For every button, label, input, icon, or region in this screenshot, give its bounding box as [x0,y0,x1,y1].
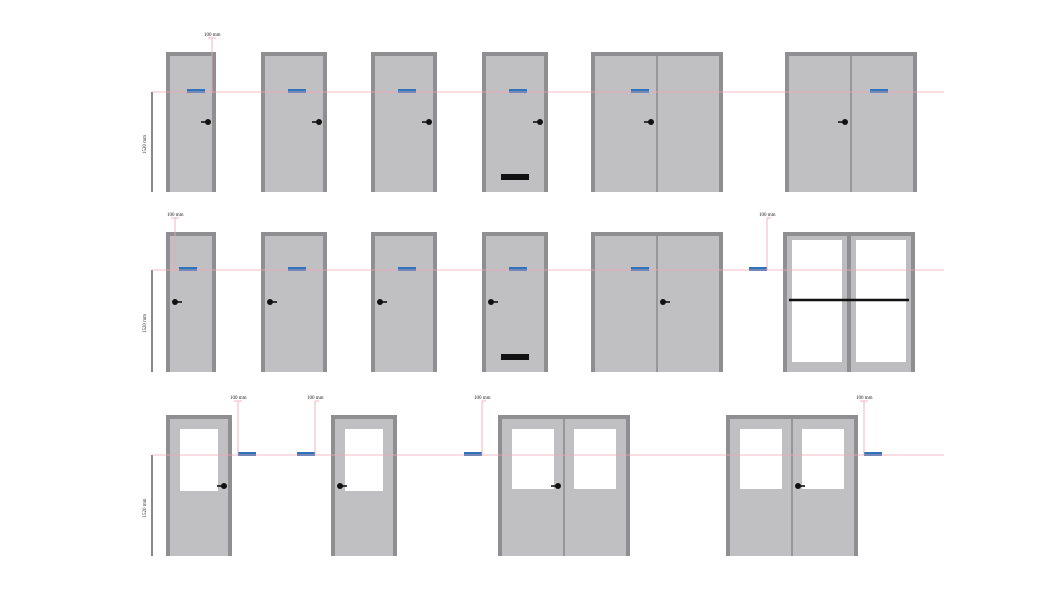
handle-knob [377,299,383,305]
door-handle [377,299,387,305]
door-single-window [297,400,397,556]
door-leaf [375,236,433,372]
door-handle [422,119,432,125]
door-handle [533,119,543,125]
handle-knob [337,483,343,489]
door-single [482,52,548,192]
signage-plate [288,267,306,271]
door-double [591,52,723,192]
kickplate [501,354,529,360]
handle-knob [648,119,654,125]
door-single [261,52,327,192]
door-window [180,429,218,491]
door-double-window [464,400,630,556]
door-handle [795,483,805,489]
handle-knob [205,119,211,125]
offset-dimension-label: 100 mm [307,396,324,401]
signage-plate [509,267,527,271]
handle-knob [267,299,273,305]
door-window [574,429,616,489]
handle-knob [316,119,322,125]
door-window [345,429,383,491]
door-double-window [726,400,882,556]
handle-knob [660,299,666,305]
door-single [166,37,216,192]
offset-dimension-label: 100 mm [230,396,247,401]
signage-plate [297,452,315,456]
handle-knob [555,483,561,489]
door-single [482,232,548,372]
signage-plate [288,89,306,93]
handle-knob [537,119,543,125]
door-row-3 [151,400,944,556]
door-window [802,429,844,489]
door-double [591,232,723,372]
signage-plate [187,89,205,93]
door-double [785,52,917,192]
signage-plate [398,89,416,93]
signage-plate [509,89,527,93]
door-leaf [170,56,212,192]
door-handle [838,119,848,125]
door-leaf [486,56,544,192]
door-handle [201,119,211,125]
offset-dimension-label: 100 mm [167,213,184,218]
door-leaf [265,236,323,372]
signage-plate [749,267,767,271]
door-handle [551,483,561,489]
door-single [371,52,437,192]
door-handle [337,483,347,489]
door-leaf [375,56,433,192]
signage-plate [631,267,649,271]
door-row-2 [151,217,944,372]
signage-plate [464,452,482,456]
door-leaf [265,56,323,192]
signage-plate [238,452,256,456]
door-handle [660,299,670,305]
door-row-1 [151,37,944,192]
handle-knob [172,299,178,305]
height-dimension-label: 1520 mm [143,314,148,333]
height-dimension-label: 1520 mm [143,135,148,154]
kickplate [501,174,529,180]
signage-plate [864,452,882,456]
door-handle [488,299,498,305]
offset-dimension-label: 100 mm [856,396,873,401]
door-glass-double [749,217,915,372]
signage-plate [398,267,416,271]
door-single-window [166,400,256,556]
offset-dimension-label: 100 mm [759,213,776,218]
offset-dimension-label: 100 mm [204,33,221,38]
door-handle [312,119,322,125]
handle-knob [488,299,494,305]
handle-knob [795,483,801,489]
door-handle [172,299,182,305]
height-dimension-label: 1520 mm [143,498,148,517]
offset-dimension-label: 100 mm [474,396,491,401]
signage-plate [870,89,888,93]
door-window [512,429,554,489]
door-single [166,217,216,372]
handle-knob [221,483,227,489]
door-leaf [486,236,544,372]
door-handle [644,119,654,125]
door-single [261,232,327,372]
signage-plate [179,267,197,271]
door-handle [267,299,277,305]
handle-knob [426,119,432,125]
handle-knob [842,119,848,125]
door-single [371,232,437,372]
door-handle [217,483,227,489]
signage-plate [631,89,649,93]
door-window [740,429,782,489]
